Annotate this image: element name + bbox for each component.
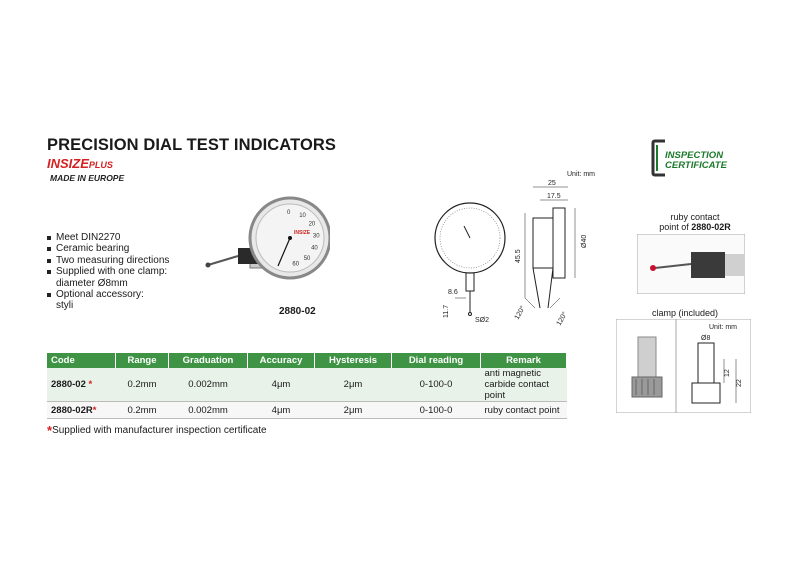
certificate-text: INSPECTION CERTIFICATE xyxy=(665,150,727,171)
feature-item: Two measuring directions xyxy=(47,255,169,266)
angle-left: 120° xyxy=(513,304,527,321)
feature-text: Optional accessory: xyxy=(56,289,144,301)
clamp-dim-12: 12 xyxy=(724,369,731,377)
dial-number: 40 xyxy=(311,246,318,252)
feature-item: Ceramic bearing xyxy=(47,243,169,254)
bullet-icon xyxy=(47,293,51,298)
bullet-icon xyxy=(47,247,51,252)
feature-item: Optional accessory: xyxy=(47,289,169,300)
cell-code: 2880-02R* xyxy=(47,401,116,419)
dim-25: 25 xyxy=(548,180,556,187)
dial-number: 0 xyxy=(287,210,291,216)
cell-range: 0.2mm xyxy=(115,401,169,419)
feature-text: Supplied with one clamp: xyxy=(56,266,168,278)
angle-right: 120° xyxy=(555,310,569,327)
clamp-label: clamp (included) xyxy=(651,308,719,318)
dim-40: Ø40 xyxy=(581,235,588,248)
header-code: Code xyxy=(47,353,116,368)
bullet-icon xyxy=(47,236,51,240)
feature-item: styli xyxy=(47,300,169,311)
page-title: PRECISION DIAL TEST INDICATORS xyxy=(47,136,337,154)
brand-subtitle: MADE IN EUROPE xyxy=(50,173,125,183)
cell-code: 2880-02 * xyxy=(47,368,116,402)
footnote-star: * xyxy=(47,423,53,438)
feature-item: diameter Ø8mm xyxy=(47,278,169,289)
feature-text: diameter Ø8mm xyxy=(56,277,128,289)
header-dial-reading: Dial reading xyxy=(391,353,481,368)
header-hysteresis: Hysteresis xyxy=(314,353,392,368)
cell-hysteresis: 2μm xyxy=(314,368,392,402)
cell-dial-reading: 0-100-0 xyxy=(391,368,481,402)
dim-8-6: 8.6 xyxy=(448,289,458,296)
feature-text: Ceramic bearing xyxy=(56,243,130,255)
header-accuracy: Accuracy xyxy=(247,353,315,368)
ruby-label: ruby contact point of 2880-02R xyxy=(659,212,731,232)
ruby-contact-photo xyxy=(637,234,745,294)
header-range: Range xyxy=(115,353,169,368)
cell-hysteresis: 2μm xyxy=(314,401,392,419)
technical-drawing: Unit: mm 8.6 11.7 SØ2 25 17.5 Ø40 45.5 1… xyxy=(434,171,595,327)
footnote-text: Supplied with manufacturer inspection ce… xyxy=(52,425,267,436)
dial-number: 50 xyxy=(304,256,311,262)
table-row: 2880-02R* 0.2mm 0.002mm 4μm 2μm 0-100-0 … xyxy=(47,401,567,419)
feature-item: Supplied with one clamp: xyxy=(47,266,169,277)
table-row: 2880-02 * 0.2mm 0.002mm 4μm 2μm 0-100-0 … xyxy=(47,368,567,402)
footnote: *Supplied with manufacturer inspection c… xyxy=(47,423,267,438)
feature-text: styli xyxy=(56,300,74,312)
dim-17-5: 17.5 xyxy=(547,193,561,200)
product-model-label: 2880-02 xyxy=(279,306,316,317)
brand-name: INSIZEPLUS xyxy=(47,156,113,171)
certificate-frame-icon xyxy=(651,139,665,177)
spec-table: Code Range Graduation Accuracy Hysteresi… xyxy=(47,353,567,419)
bullet-icon xyxy=(47,258,51,263)
dial-number: 60 xyxy=(292,261,299,267)
clamp-photo-and-drawing: Unit: mm Ø8 12 22 xyxy=(616,319,751,413)
cell-dial-reading: 0-100-0 xyxy=(391,401,481,419)
drawing-unit: Unit: mm xyxy=(567,171,595,178)
dial-number: 20 xyxy=(309,222,316,228)
dial-number: 10 xyxy=(299,213,306,219)
cell-accuracy: 4μm xyxy=(247,401,315,419)
feature-item: Meet DIN2270 xyxy=(47,232,169,243)
cell-remark: ruby contact point xyxy=(480,401,567,419)
cell-accuracy: 4μm xyxy=(247,368,315,402)
dim-s2: SØ2 xyxy=(475,317,489,324)
header-graduation: Graduation xyxy=(168,353,248,368)
table-header-row: Code Range Graduation Accuracy Hysteresi… xyxy=(47,353,567,368)
clamp-unit: Unit: mm xyxy=(709,324,737,331)
feature-text: Two measuring directions xyxy=(56,254,170,266)
brand-logo: INSIZEPLUS MADE IN EUROPE xyxy=(47,156,157,186)
header-remark: Remark xyxy=(480,353,567,368)
clamp-dim-d: Ø8 xyxy=(701,335,710,342)
cell-graduation: 0.002mm xyxy=(168,401,248,419)
dial-brand-text: INSIZE xyxy=(294,230,311,236)
cell-range: 0.2mm xyxy=(115,368,169,402)
cell-graduation: 0.002mm xyxy=(168,368,248,402)
dial-number: 30 xyxy=(313,233,320,239)
clamp-dim-22: 22 xyxy=(736,379,743,387)
dim-11-7: 11.7 xyxy=(443,305,450,318)
bullet-icon xyxy=(47,270,51,275)
inspection-certificate-logo: INSPECTION CERTIFICATE xyxy=(651,133,751,183)
dim-45-5: 45.5 xyxy=(515,249,522,263)
feature-text: Meet DIN2270 xyxy=(56,232,121,243)
